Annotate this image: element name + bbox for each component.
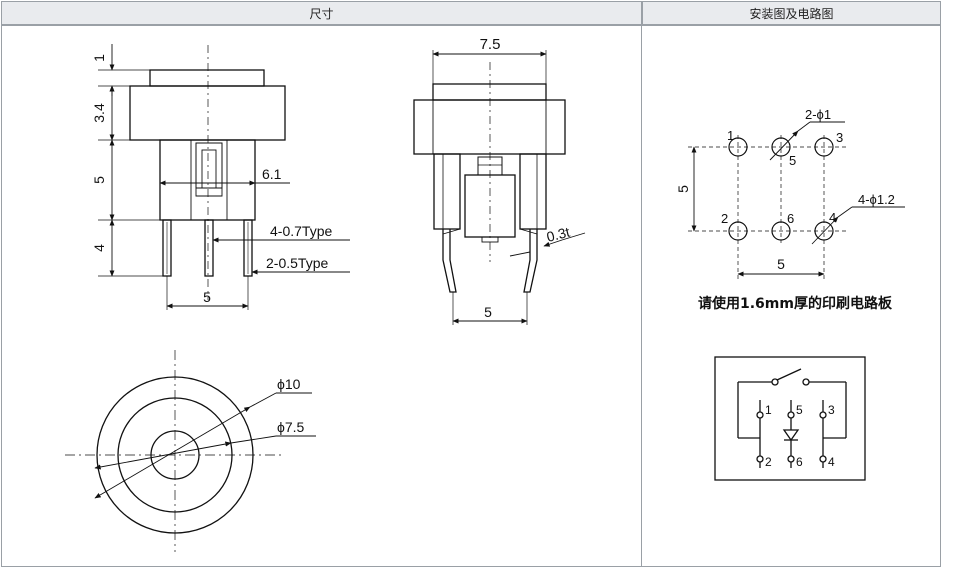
circuit-frame (714, 356, 866, 481)
installation-header: 安装图及电路图 (642, 1, 941, 25)
pcb-dim-hole-large: 4-ϕ1.2 (858, 192, 895, 207)
side-dim-pin-spacing: 5 (203, 289, 211, 305)
side-dim-body: 5 (91, 176, 107, 184)
circuit-pin-1: 1 (765, 403, 772, 417)
circuit-pin-2: 2 (765, 455, 772, 469)
side-pin-mid (204, 219, 214, 277)
front-dim-thickness: 0.3t (545, 224, 572, 245)
top-view (65, 350, 316, 552)
side-cap-top (149, 69, 265, 87)
circuit-diagram (714, 356, 866, 481)
front-terminal-right (523, 229, 538, 293)
pcb-label-6: 6 (787, 211, 794, 226)
switch-contact-left (771, 378, 779, 386)
side-pin-type-b: 2-0.5Type (266, 255, 328, 271)
side-dim-width: 6.1 (262, 166, 282, 182)
led-symbol (782, 429, 800, 442)
circuit-pin-3: 3 (828, 403, 835, 417)
front-cap-top (432, 83, 547, 101)
pcb-label-3: 3 (836, 130, 843, 145)
installation-panel (642, 25, 941, 567)
pcb-label-5: 5 (789, 153, 796, 168)
circuit-pin-6: 6 (796, 455, 803, 469)
front-terminal-left (442, 229, 457, 293)
pcb-dim-vertical: 5 (675, 185, 691, 193)
front-dim-pin-spacing: 5 (484, 304, 492, 320)
pcb-label-1: 1 (727, 128, 734, 143)
dimensions-header-label: 尺寸 (309, 6, 334, 21)
front-housing-right (519, 153, 547, 230)
pcb-label-2: 2 (721, 211, 728, 226)
top-dim-outer: ϕ10 (277, 376, 301, 392)
top-dim-inner: ϕ7.5 (277, 419, 305, 435)
side-dim-pins: 4 (91, 244, 107, 252)
side-view (98, 44, 350, 310)
dimensions-header: 尺寸 (1, 1, 642, 25)
installation-header-label: 安装图及电路图 (749, 6, 834, 21)
pcb-label-4: 4 (829, 210, 836, 225)
switch-contact-right (802, 378, 810, 386)
side-dim-cap: 3.4 (91, 103, 107, 123)
pcb-layout (688, 121, 905, 280)
side-cap-body (129, 85, 286, 141)
front-dim-width: 7.5 (480, 36, 501, 53)
circuit-pin-5: 5 (796, 403, 803, 417)
side-dim-top: 1 (91, 54, 107, 62)
circuit-pin-4: 4 (828, 455, 835, 469)
front-cap-body (413, 99, 566, 155)
dimensions-panel (1, 25, 642, 567)
pcb-dim-hole-small: 2-ϕ1 (805, 107, 831, 122)
front-view (413, 50, 586, 325)
switch-lever (776, 368, 802, 381)
side-pin-type-a: 4-0.7Type (270, 223, 332, 239)
front-housing-left (433, 153, 461, 230)
pcb-dim-horizontal: 5 (777, 256, 785, 272)
pcb-note: 请使用1.6mm厚的印刷电路板 (698, 295, 893, 312)
side-housing (159, 139, 256, 221)
